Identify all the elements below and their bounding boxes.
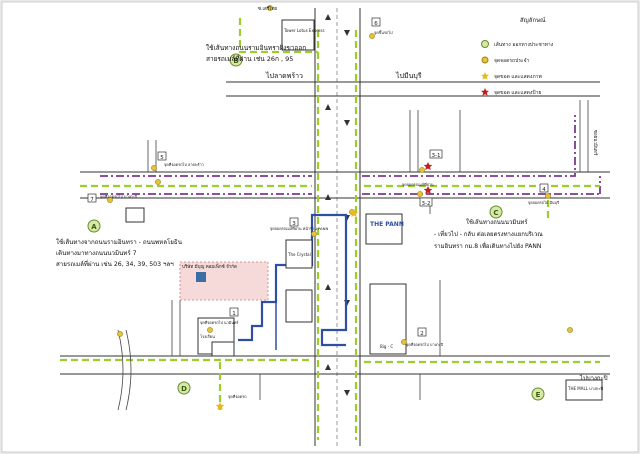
road-top-left-label: ไปลาดพร้าว [265,71,303,80]
star-markers [215,162,433,410]
shop-building [285,289,313,323]
legend-star-icon [481,72,489,80]
school-building [211,341,235,357]
crystal-label: The Crystal [287,252,311,257]
legend-stop-icon [481,56,489,64]
legend-item-label: จุดขอด และแสดงภาพ [494,74,542,80]
stop-4-label: 4 [542,187,546,193]
buildings [125,19,603,401]
zone-b-label: B [233,57,238,65]
stop-number-boxes [87,17,549,337]
note-c-line2: - เที่ยวไป - กลับ ต่อเลยตรงทางแยกบริเวณ [434,230,543,238]
stop-label: จุดขึ้นรถไป [374,29,393,36]
bigc-building [369,283,407,355]
green-routes [60,18,600,440]
thepann-building [365,213,403,245]
stop-7-label: 7 [90,197,94,203]
company-area [179,261,269,301]
note-a-line1: ใช้เส้นทางจากถนนรามอินทรา - ถนนพหลโยธิน [56,238,183,246]
stop-6-label: 6 [374,21,378,27]
note-a-line2: เดินทางมาทางถนนนวมินทร์ 7 [56,249,137,257]
company-label: บริษัท มีบุญ คอมเพ็กซ์ จำกัด [182,262,237,270]
road-right-label: ไปบางกะปิ [579,374,608,382]
horizontal-roads [60,81,610,375]
note-c-line3: รามอินทรา กม.8 เพื่อเดินทางไปยัง PANN [434,242,541,250]
bigc-label: Big - C [380,344,393,349]
legend: สัญลักษณ์ เส้นทาง ออกทางประชาทาง จุดจอดร… [481,16,554,96]
zone-e-label: E [536,391,541,399]
stop-label: จุดจอดรถเมล์ที่ผ่าน หน้าร้าน PANN [270,226,328,232]
note-c-line1: ใช้เส้นทางถนนนวมินทร์ [466,218,528,226]
stop-5-label: 5 [160,155,164,161]
note-a-line3: สายรถเมล์ที่ผ่าน เช่น 26, 34, 39, 503 ฯล… [56,260,174,268]
stop-label: จุดจอดรถไป มีนบุรี [528,200,559,206]
route-notes: ใช้เส้นทางถนนรามอินทราฝั่งขาออก สายรถเมล… [56,43,543,268]
stop-3-2-label: 3-2 [422,201,431,207]
stop-label: จุดจอดรถเมล์ที่ผ่าน [402,182,434,188]
left-building [125,207,145,223]
stop-label: จุดที่จอดรถไป บางกะปิ [406,342,444,348]
legend-zone-icon [481,40,489,48]
zone-d-label: D [181,385,187,393]
thepann-label: THE PANN [370,221,404,228]
road-top-right-label: ไปมีนบุรี [395,71,422,80]
zone-a-label: A [91,223,97,231]
zone-markers: B A C D E [87,53,545,401]
stop-3-label: 3 [292,221,296,227]
legend-red-star-icon [481,88,489,96]
mall-building [565,379,603,401]
main-road [314,8,361,446]
road-labels: ไปลาดพร้าว ไปมีนบุรี ไปบางกะปิ ซ.เสรีไทย… [258,6,608,382]
stop-2-label: 2 [420,331,424,337]
legend-item-label: จุดขอด และแสดงป้าย [494,89,541,96]
stop-number-labels: 6 3-1 3-2 4 3 5 7 1 2 [90,21,546,337]
stop-label: จุดที่จอดรถ [228,394,247,400]
note-b-line1: ใช้เส้นทางถนนรามอินทราฝั่งขาออก [206,43,306,52]
legend-item-label: จุดจอดรถประจำ [494,58,530,64]
mall-label: THE MALL บางกะปิ [567,386,603,391]
side-streets [117,100,589,411]
stop-label: จุดที่จอดรถไป บางกะปิ [100,194,138,200]
legend-item-label: เส้นทาง ออกทางประชาทาง [494,41,554,48]
road-soi-top-label: ซ.เสรีไทย [258,6,277,12]
school-label: โรงเรียน [200,334,215,339]
zone-c-label: C [493,209,498,217]
tower-label: Tower Lotus Express [283,28,325,33]
stop-label: จุดที่จอดรถไป นวมินทร์ [200,320,238,326]
road-soi-right-label: ซอยนวมินทร์ [592,130,599,156]
purple-route [100,115,601,195]
stop-3-1-label: 3-1 [432,153,441,159]
crystal-building [285,239,313,269]
note-b-line2: สายรถเมล์ที่ผ่าน เช่น 26ก , 95 [206,54,293,63]
stop-label: จุดที่จอดรถไป ลาดพร้าว [164,162,204,168]
tower-building [281,19,315,51]
stop-1-label: 1 [232,311,236,317]
legend-title: สัญลักษณ์ [520,16,546,24]
building-labels: Tower Lotus Express The Crystal Big - C … [200,28,603,391]
stop-labels: จุดที่จอดรถไป นวมินทร์ จุดที่จอดรถไป บาง… [100,29,559,400]
